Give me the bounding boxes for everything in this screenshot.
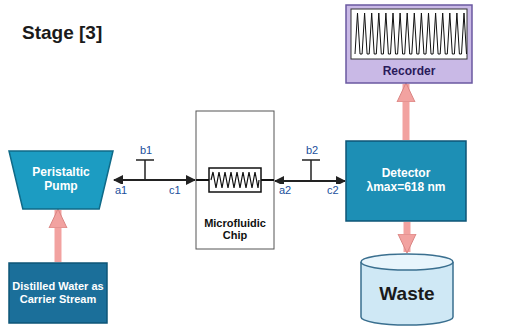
port-label: c1	[168, 184, 182, 196]
waste-cylinder: Waste	[360, 252, 454, 326]
node-text: Distilled Water as Carrier Stream	[11, 280, 105, 305]
carrier-reservoir-box: Distilled Water as Carrier Stream	[8, 262, 108, 324]
port-label: c2	[326, 184, 340, 196]
node-text: Recorder	[349, 65, 469, 79]
port-label: a2	[278, 184, 292, 196]
recorder-box: Recorder	[345, 4, 473, 84]
node-text: Peristaltic Pump	[21, 166, 101, 194]
port-label: b2	[305, 144, 319, 156]
stage-title: Stage [3]	[22, 22, 102, 44]
flow-arrow	[404, 222, 411, 252]
tubing-line	[275, 180, 345, 182]
node-text: Waste	[362, 283, 452, 305]
node-text: Detector λmax=618 nm	[356, 167, 456, 195]
tubing-line	[114, 179, 195, 181]
node-text: Microfluidic Chip	[198, 217, 272, 242]
node-outline	[195, 110, 275, 250]
microfluidic-chip: Microfluidic Chip	[195, 110, 275, 250]
port-label: a1	[114, 184, 128, 196]
flow-arrow	[55, 210, 62, 262]
detector-box: Detector λmax=618 nm	[345, 140, 467, 222]
flow-arrow	[403, 84, 410, 140]
pump-trapezoid: Peristaltic Pump	[8, 150, 114, 210]
port-label: b1	[139, 144, 153, 156]
